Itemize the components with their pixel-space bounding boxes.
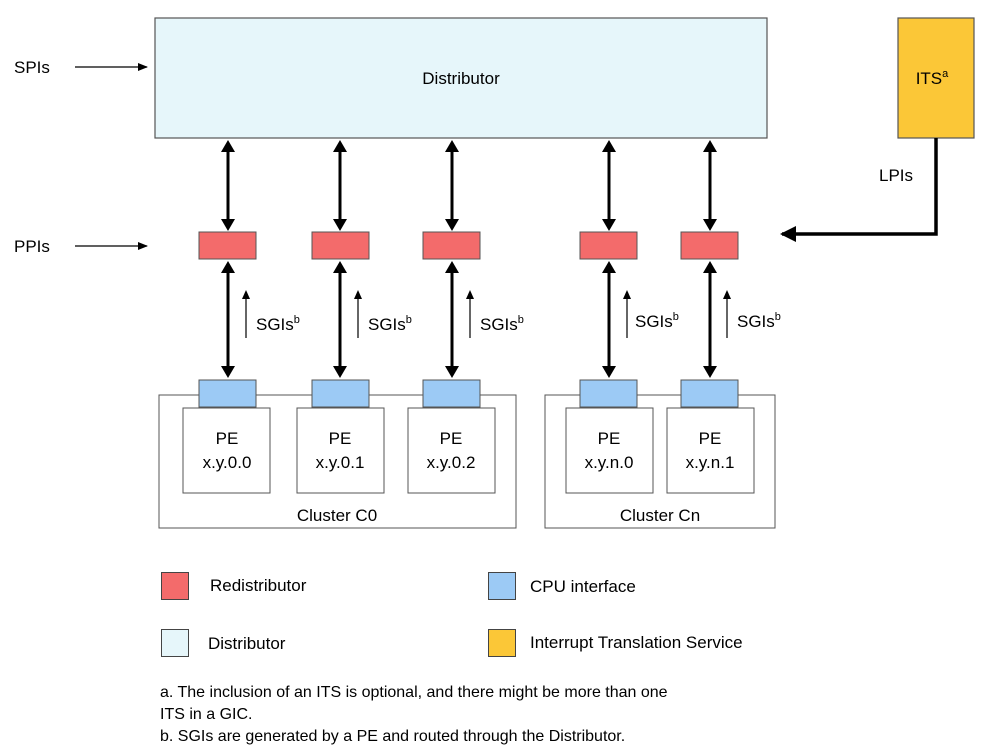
- dist-redist-arrowheads: [221, 140, 717, 231]
- pe-id-4: x.y.n.1: [686, 453, 735, 472]
- cpu-interfaces: [198, 379, 739, 408]
- gic-architecture-diagram: Distributor ITSa SPIs PPIs LPIs: [14, 17, 975, 529]
- cluster-cn-label: Cluster Cn: [620, 506, 700, 525]
- lpis-arrow: [782, 138, 938, 236]
- pe-label-0: PE: [216, 429, 239, 448]
- spis-label: SPIs: [14, 58, 50, 77]
- redistributor-4: [680, 231, 739, 260]
- cluster-c0-label: Cluster C0: [297, 506, 377, 525]
- pe-box-4: [666, 407, 755, 494]
- pe-box-3: [565, 407, 654, 494]
- redistributor-2: [422, 231, 481, 260]
- footnotes: a. The inclusion of an ITS is optional, …: [160, 682, 840, 748]
- cpu-interface-2: [422, 379, 481, 408]
- sgi-label-2: SGIsb: [480, 314, 524, 334]
- ppis-label: PPIs: [14, 237, 50, 256]
- sgi-label-4: SGIsb: [737, 311, 781, 331]
- pe-label-1: PE: [329, 429, 352, 448]
- pe-box-0: [182, 407, 271, 494]
- distributor-box: [154, 17, 768, 139]
- footnote-a-line2: ITS in a GIC.: [160, 706, 253, 723]
- cpu-interface-1: [311, 379, 370, 408]
- legend-swatch-redistributor: [161, 572, 189, 600]
- distributor-label: Distributor: [422, 69, 500, 88]
- cpu-interface-0: [198, 379, 257, 408]
- sgi-label-1: SGIsb: [368, 314, 412, 334]
- cluster-cn-box: [544, 394, 776, 529]
- legend-swatch-distributor: [161, 629, 189, 657]
- lpis-arrowhead: [780, 226, 796, 242]
- redist-cpu-links: [226, 269, 712, 369]
- dist-redist-links: [226, 148, 712, 222]
- cpu-interface-4: [680, 379, 739, 408]
- cpu-interface-3: [579, 379, 638, 408]
- legend-label-its: Interrupt Translation Service: [530, 633, 743, 652]
- pe-id-0: x.y.0.0: [203, 453, 252, 472]
- pe-label-3: PE: [598, 429, 621, 448]
- pe-id-1: x.y.0.1: [316, 453, 365, 472]
- redist-cpu-arrowheads: [221, 261, 717, 378]
- pe-label-2: PE: [440, 429, 463, 448]
- legend-swatch-cpu-interface: [488, 572, 516, 600]
- legend-label-distributor: Distributor: [208, 634, 286, 653]
- footnote-a-line1: a. The inclusion of an ITS is optional, …: [160, 684, 668, 701]
- redistributor-0: [198, 231, 257, 260]
- pe-label-4: PE: [699, 429, 722, 448]
- its-label: ITSa: [916, 68, 949, 88]
- redistributors: [198, 231, 739, 260]
- sgi-label-3: SGIsb: [635, 311, 679, 331]
- pe-id-3: x.y.n.0: [585, 453, 634, 472]
- redistributor-3: [579, 231, 638, 260]
- sgi-arrows: [245, 292, 728, 338]
- pe-box-2: [407, 407, 496, 494]
- pe-id-2: x.y.0.2: [427, 453, 476, 472]
- pe-boxes: [182, 407, 755, 494]
- lpis-label: LPIs: [879, 166, 913, 185]
- sgi-label-0: SGIsb: [256, 314, 300, 334]
- sgi-arrowheads: [242, 290, 731, 299]
- pe-box-1: [296, 407, 385, 494]
- footnote-b: b. SGIs are generated by a PE and routed…: [160, 728, 626, 745]
- legend-label-redistributor: Redistributor: [210, 576, 307, 595]
- legend-swatch-its: [488, 629, 516, 657]
- redistributor-1: [311, 231, 370, 260]
- legend-label-cpu-interface: CPU interface: [530, 577, 636, 596]
